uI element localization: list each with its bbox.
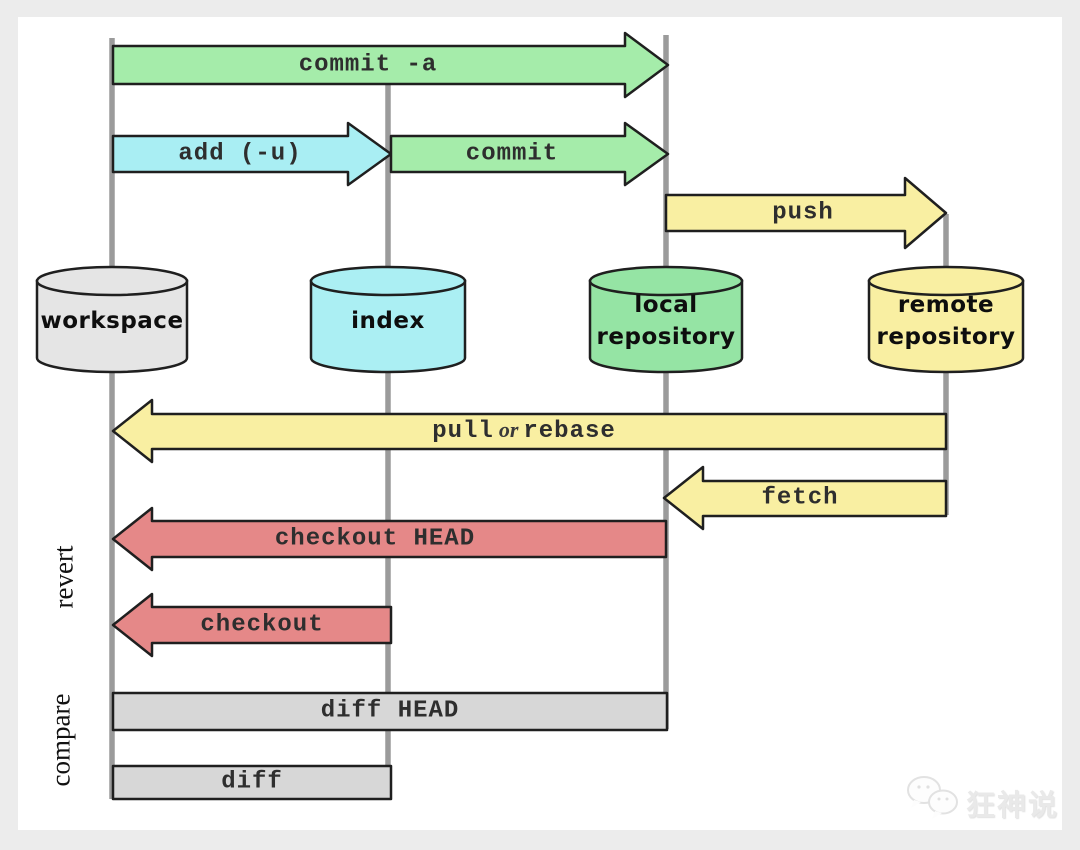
diff-head-bar <box>111 691 669 732</box>
checkout-head-arrow <box>111 506 668 572</box>
workspace-cylinder-top <box>35 265 189 297</box>
commit-a-arrow <box>111 31 670 99</box>
pull-or-rebase-arrow <box>111 398 948 464</box>
add-arrow <box>111 121 393 187</box>
watermark-text: 狂神说 <box>966 788 1060 822</box>
commit-arrow <box>389 121 670 187</box>
local-repository-cylinder-body <box>588 279 744 374</box>
index-cylinder-top <box>309 265 467 297</box>
fetch-arrow <box>662 465 948 531</box>
diff-bar <box>111 764 393 801</box>
remote-repository-cylinder-top <box>867 265 1025 297</box>
remote-repository-cylinder-body <box>867 279 1025 374</box>
checkout-arrow <box>111 592 393 658</box>
wechat-bubbles-icon <box>907 776 958 819</box>
push-arrow <box>664 176 948 250</box>
index-cylinder-body <box>309 279 467 374</box>
workspace-cylinder-body <box>35 279 189 374</box>
local-repository-cylinder-top <box>588 265 744 297</box>
